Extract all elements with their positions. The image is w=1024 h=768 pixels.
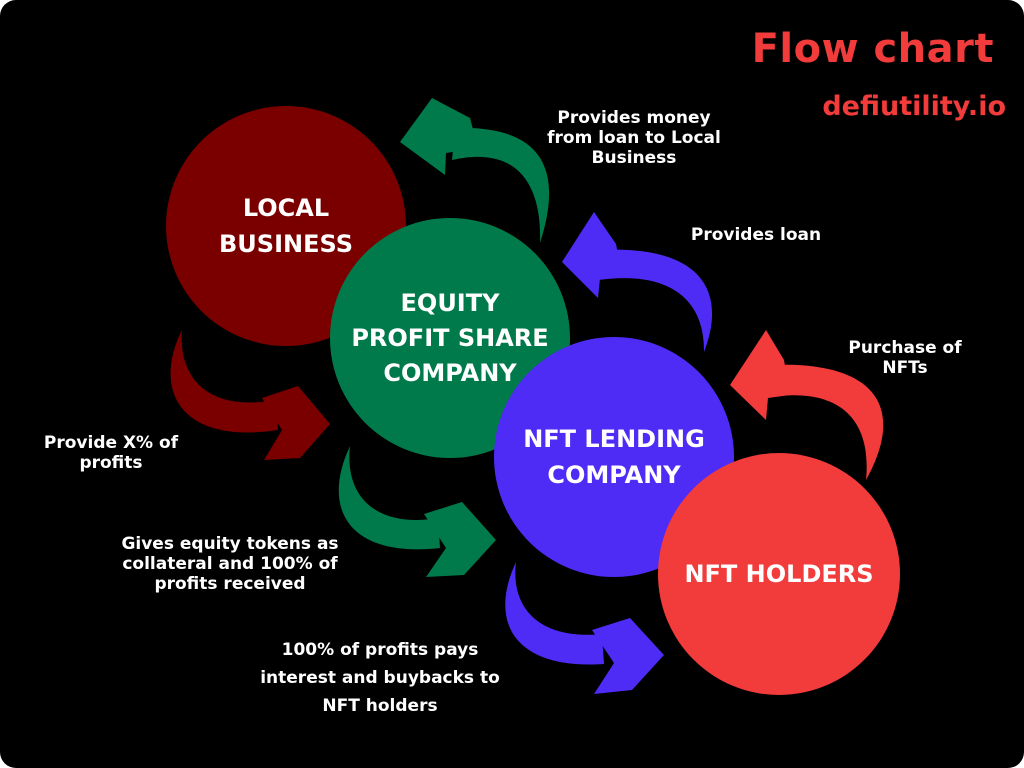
edge-label-purchase-nfts: Purchase of NFTs	[848, 338, 962, 378]
node-nft-holders: NFT HOLDERS	[658, 453, 900, 695]
node-nft-lending-label: NFT LENDING COMPANY	[523, 425, 705, 489]
edge-label-tokens-to-lending: Gives equity tokens as collateral and 10…	[121, 534, 339, 594]
edge-label-money-to-business: Provides money from loan to Local Busine…	[547, 108, 721, 168]
arrow-purchase-nfts	[730, 330, 884, 480]
arrow-payouts-to-holders	[505, 562, 664, 694]
node-equity-label: EQUITY PROFIT SHARE COMPANY	[351, 288, 549, 387]
edge-label-loan-to-equity: Provides loan	[690, 225, 822, 245]
arrow-tokens-to-lending	[338, 446, 496, 577]
arrow-money-to-business	[400, 98, 550, 243]
node-local-business-label: LOCAL BUSINESS	[219, 194, 353, 258]
chart-subtitle: defiutility.io	[822, 91, 1006, 122]
node-nft-holders-label: NFT HOLDERS	[684, 560, 874, 588]
edge-label-payouts-to-holders: 100% of profits pays interest and buybac…	[260, 640, 500, 716]
edge-label-profits-to-equity: Provide X% of profits	[43, 433, 179, 473]
chart-title: Flow chart	[751, 26, 994, 72]
arrow-loan-to-equity	[562, 212, 713, 352]
arrow-profits-to-equity	[170, 330, 330, 460]
